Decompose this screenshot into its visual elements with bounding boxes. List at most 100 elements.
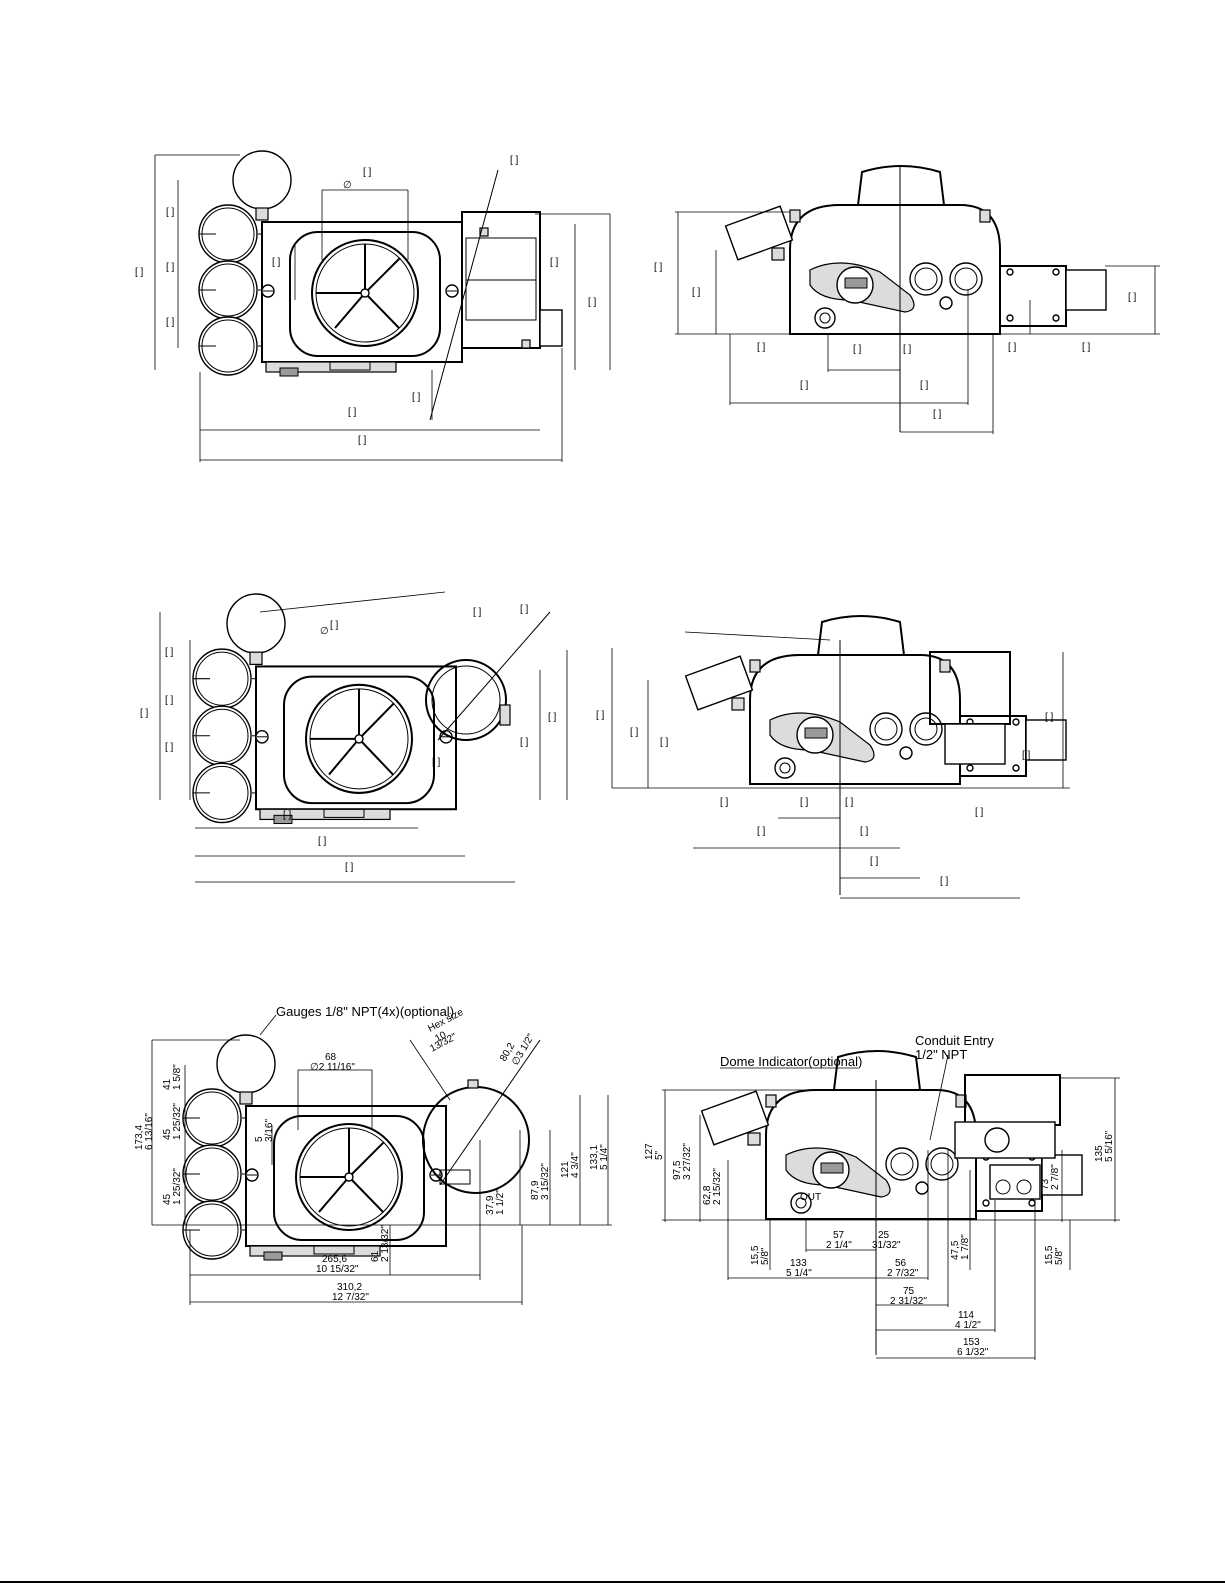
out-port-label: OUT <box>800 1192 821 1203</box>
svg-text:[ ]: [ ] <box>548 712 557 723</box>
w114-in: 4 1/2" <box>955 1320 981 1331</box>
svg-text:[ ]: [ ] <box>1082 342 1091 353</box>
svg-text:[ ]: [ ] <box>588 297 597 308</box>
h61-in: 2 13/32" <box>380 1225 391 1262</box>
svg-text:[ ]: [ ] <box>800 380 809 391</box>
w57-in: 2 1/4" <box>826 1240 852 1251</box>
svg-text:[ ]: [ ] <box>345 862 354 873</box>
h41-mm: 41 <box>162 1078 173 1090</box>
h87-mm: 87,9 <box>530 1180 541 1200</box>
h45b-in: 1 25/32" <box>172 1168 183 1205</box>
view-middle-right <box>684 615 1067 785</box>
h37-mm: 37,9 <box>485 1195 496 1215</box>
svg-text:[ ]: [ ] <box>358 435 367 446</box>
h61-mm: 61 <box>370 1250 381 1262</box>
h135-in: 5 5/16" <box>1104 1130 1115 1162</box>
svg-text:[ ]: [ ] <box>660 737 669 748</box>
d68-mm: 68 <box>325 1052 337 1063</box>
svg-text:[ ]: [ ] <box>933 409 942 420</box>
svg-text:[ ]: [ ] <box>757 342 766 353</box>
h62-in: 2 15/32" <box>712 1168 723 1205</box>
svg-text:[ ]: [ ] <box>720 797 729 808</box>
svg-text:[ ]: [ ] <box>550 257 559 268</box>
w310-in: 12 7/32" <box>332 1292 369 1303</box>
h62-mm: 62,8 <box>702 1185 713 1205</box>
positioner-side-body <box>724 165 1107 335</box>
gauges-label: Gauges 1/8" NPT(4x)(optional) <box>276 1004 454 1019</box>
h73-mm: 73 <box>1040 1178 1051 1190</box>
h97-mm: 97,5 <box>672 1160 683 1180</box>
view-top-right: [ ] [ ] [ ] [ ] [ ] [ ] [ ] [ ] [ ] [ ] … <box>654 165 1160 434</box>
h133-in: 5 1/4" <box>599 1144 610 1170</box>
w153-in: 6 1/32" <box>957 1347 989 1358</box>
svg-text:[ ]: [ ] <box>363 167 372 178</box>
svg-text:[ ]: [ ] <box>283 810 292 821</box>
svg-text:[ ]: [ ] <box>165 647 174 658</box>
w265-mm: 265,6 <box>322 1254 347 1265</box>
h155b-mm: 15,5 <box>1044 1245 1055 1265</box>
svg-text:[ ]: [ ] <box>166 207 175 218</box>
w114-mm: 114 <box>958 1310 974 1321</box>
svg-text:[ ]: [ ] <box>318 836 327 847</box>
w265-in: 10 15/32" <box>316 1264 359 1275</box>
svg-text:[ ]: [ ] <box>1045 712 1054 723</box>
h87-in: 3 15/32" <box>540 1163 551 1200</box>
h45a-in: 1 25/32" <box>172 1103 183 1140</box>
positioner-front-body <box>199 151 462 376</box>
conduit-entry-npt: 1/2" NPT <box>915 1047 967 1062</box>
svg-text:[ ]: [ ] <box>473 607 482 618</box>
svg-text:[ ]: [ ] <box>940 876 949 887</box>
svg-text:[ ]: [ ] <box>920 380 929 391</box>
svg-text:[ ]: [ ] <box>870 856 879 867</box>
svg-text:[ ]: [ ] <box>348 407 357 418</box>
svg-text:[ ]: [ ] <box>166 262 175 273</box>
svg-text:[ ]: [ ] <box>165 742 174 753</box>
w25-in: 31/32" <box>872 1240 901 1251</box>
h37-in: 1 1/2" <box>495 1189 506 1215</box>
h127-in: 5" <box>654 1150 665 1160</box>
svg-text:[ ]: [ ] <box>596 710 605 721</box>
view-top-left: ∅ [ ] [ ] [ ] [ ] [ ] [ ] [ ] [ ] [ ] [ … <box>135 151 611 462</box>
svg-text:[ ]: [ ] <box>845 797 854 808</box>
w75-mm: 75 <box>903 1286 915 1297</box>
h97-in: 3 27/32" <box>682 1143 693 1180</box>
hex-mm: 10 <box>433 1030 448 1045</box>
view-bottom-right-annotations: Dome Indicator(optional) Conduit Entry 1… <box>644 1033 1120 1360</box>
w56-in: 2 7/32" <box>887 1268 919 1279</box>
svg-text:[ ]: [ ] <box>165 695 174 706</box>
svg-text:[ ]: [ ] <box>1128 292 1137 303</box>
svg-text:[ ]: [ ] <box>1022 750 1031 761</box>
svg-text:∅: ∅ <box>320 626 329 637</box>
svg-text:[ ]: [ ] <box>853 344 862 355</box>
h155a-mm: 15,5 <box>750 1245 761 1265</box>
svg-text:[ ]: [ ] <box>330 620 339 631</box>
h133-mm: 133,1 <box>589 1145 600 1170</box>
svg-text:[ ]: [ ] <box>757 826 766 837</box>
h475-mm: 47,5 <box>950 1240 961 1260</box>
svg-text:[ ]: [ ] <box>654 262 663 273</box>
w310-mm: 310,2 <box>337 1282 362 1293</box>
h173-in: 6 13/16" <box>144 1113 155 1150</box>
h5-in: 3/16" <box>264 1119 275 1142</box>
h73-in: 2 7/8" <box>1050 1164 1061 1190</box>
view-middle-left-extras: [ ] [ ] [ ] [ ] ∅ [ ] [ ] [ ] [ ] [ ] [ … <box>140 591 568 883</box>
w25-mm: 25 <box>878 1230 890 1241</box>
svg-text:[ ]: [ ] <box>432 757 441 768</box>
h155a-in: 5/8" <box>760 1247 771 1265</box>
svg-text:[ ]: [ ] <box>1008 342 1017 353</box>
w133-mm: 133 <box>790 1258 807 1269</box>
svg-text:[ ]: [ ] <box>800 797 809 808</box>
svg-text:[ ]: [ ] <box>860 826 869 837</box>
svg-text:[ ]: [ ] <box>630 727 639 738</box>
w75-in: 2 31/32" <box>890 1296 927 1307</box>
svg-text:[ ]: [ ] <box>903 344 912 355</box>
svg-text:[ ]: [ ] <box>520 604 529 615</box>
h121-mm: 121 <box>560 1161 571 1178</box>
svg-text:∅: ∅ <box>343 180 352 191</box>
conduit-entry-label: Conduit Entry <box>915 1033 994 1048</box>
w133-in: 5 1/4" <box>786 1268 812 1279</box>
svg-text:[ ]: [ ] <box>140 708 149 719</box>
h121-in: 4 3/4" <box>570 1152 581 1178</box>
view-middle-right-extras: [ ] [ ] [ ] [ ] [ ] [ ] [ ] [ ] [ ] [ ] … <box>596 631 1070 899</box>
w56-mm: 56 <box>895 1258 907 1269</box>
